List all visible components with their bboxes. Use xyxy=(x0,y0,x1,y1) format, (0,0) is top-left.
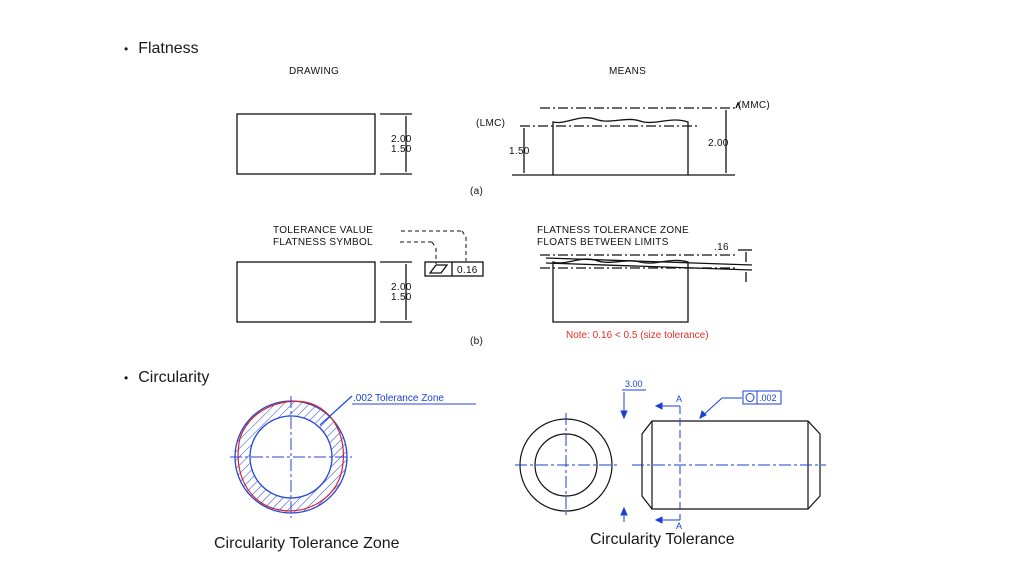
bullet-flatness: • Flatness xyxy=(124,40,199,58)
bullet-dot: • xyxy=(124,371,129,385)
tolerance-value-label: TOLERANCE VALUE xyxy=(273,225,373,236)
size-tolerance-note: Note: 0.16 < 0.5 (size tolerance) xyxy=(566,330,709,341)
dim-b-upper: 2.00 xyxy=(391,282,412,293)
zone-line-1: FLATNESS TOLERANCE ZONE xyxy=(537,225,689,236)
drawing-header: DRAWING xyxy=(289,66,339,77)
section-top-label: A xyxy=(676,394,682,404)
part-a-label: (a) xyxy=(470,186,483,197)
dim-a-upper: 2.00 xyxy=(391,134,412,145)
frame-value: .002 xyxy=(759,393,777,403)
flatness-symbol-icon xyxy=(428,264,449,274)
means-a-surface xyxy=(552,117,689,176)
bullet-text: Circularity xyxy=(138,369,210,386)
tolerance-ring xyxy=(235,401,347,513)
section-bottom-label: A xyxy=(676,521,682,531)
frame-value: 0.16 xyxy=(457,265,478,276)
zone-value: .16 xyxy=(714,242,729,253)
bullet-text: Flatness xyxy=(138,40,199,57)
caption-circularity-tolerance: Circularity Tolerance xyxy=(590,531,735,548)
mmc-label: (MMC) xyxy=(738,100,770,111)
lmc-label: (LMC) xyxy=(476,118,505,129)
caption-circularity-zone: Circularity Tolerance Zone xyxy=(214,535,400,552)
lmc-value: 1.50 xyxy=(509,146,530,157)
flatness-control-frame xyxy=(424,261,484,277)
actual-profile xyxy=(237,400,344,512)
flatness-symbol-label: FLATNESS SYMBOL xyxy=(273,237,373,248)
drawing-b-rect xyxy=(236,261,376,323)
mmc-value: 2.00 xyxy=(708,138,729,149)
zone-line-2: FLOATS BETWEEN LIMITS xyxy=(537,237,669,248)
bullet-circularity: • Circularity xyxy=(124,369,209,387)
circularity-control-frame xyxy=(742,390,782,405)
dim-value: 3.00 xyxy=(625,379,643,389)
part-b-label: (b) xyxy=(470,336,483,347)
drawing-a-rect xyxy=(236,113,376,175)
bullet-dot: • xyxy=(124,42,129,56)
circularity-symbol-icon xyxy=(745,393,755,402)
dim-b-lower: 1.50 xyxy=(391,292,412,303)
dim-a-lower: 1.50 xyxy=(391,144,412,155)
leader-line xyxy=(319,395,353,426)
means-header: MEANS xyxy=(609,66,646,77)
zone-label: .002 Tolerance Zone xyxy=(353,393,444,404)
